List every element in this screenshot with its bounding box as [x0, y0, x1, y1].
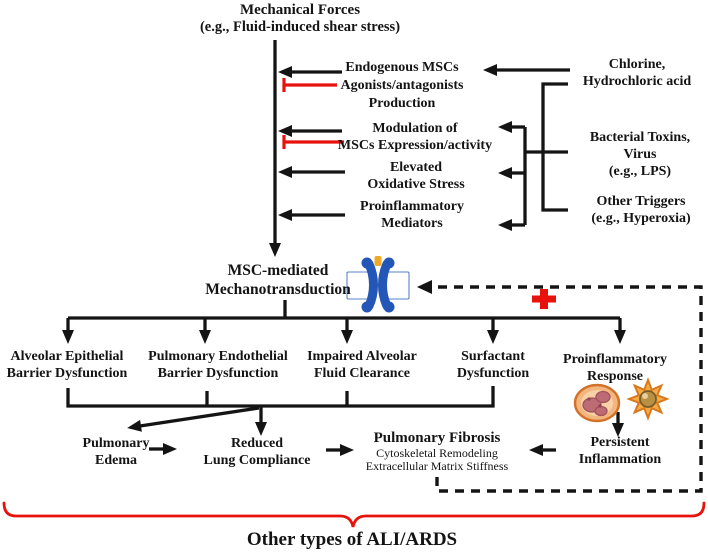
branch-proinflammatory-response: Proinflammatory Response — [563, 352, 667, 384]
hub-msc-mechanotransduction: MSC-mediated Mechanotransduction — [205, 262, 351, 298]
feedback-loop-dashed — [417, 280, 703, 493]
ali-ards-brace — [2, 501, 706, 528]
outcome-pulmonary-edema: Pulmonary Edema — [82, 436, 150, 468]
macrophage-cell-icon — [573, 383, 621, 423]
branch-impaired-fluid-clearance: Impaired Alveolar Fluid Clearance — [307, 349, 417, 381]
footer-label: Other types of ALI/ARDS — [246, 529, 458, 550]
trigger-other: Other Triggers (e.g., Hyperoxia) — [591, 194, 691, 226]
trigger-bacterial-toxins: Bacterial Toxins, Virus (e.g., LPS) — [589, 130, 691, 179]
branch-pulmonary-endothelial: Pulmonary Endothelial Barrier Dysfunctio… — [148, 349, 288, 381]
mediator-msc-modulation: Modulation of MSCs Expression/activity — [337, 121, 493, 153]
positive-feedback-plus-icon — [532, 289, 556, 309]
diagram-title: Mechanical Forces (e.g., Fluid-induced s… — [199, 2, 401, 35]
flow-lines — [62, 40, 626, 456]
mediator-endogenous-mscs: Endogenous MSCs Agonists/antagonists Pro… — [340, 60, 464, 111]
activated-immune-cell-icon — [626, 377, 670, 421]
outcome-reduced-compliance: Reduced Lung Compliance — [203, 436, 311, 468]
mediator-proinflammatory-mediators: Proinflammatory Mediators — [360, 199, 464, 231]
outcome-persistent-inflammation: Persistent Inflammation — [578, 435, 662, 467]
branch-surfactant-dysfunction: Surfactant Dysfunction — [456, 349, 530, 381]
branch-alveolar-epithelial: Alveolar Epithelial Barrier Dysfunction — [6, 349, 128, 381]
outcome-pulmonary-fibrosis: Pulmonary Fibrosis Cytoskeletal Remodeli… — [365, 430, 509, 473]
inhibition-t-bars — [282, 78, 344, 149]
ion-channel-icon — [346, 256, 410, 313]
trigger-chlorine: Chlorine, Hydrochloric acid — [582, 57, 692, 89]
mediator-oxidative-stress: Elevated Oxidative Stress — [367, 160, 465, 192]
